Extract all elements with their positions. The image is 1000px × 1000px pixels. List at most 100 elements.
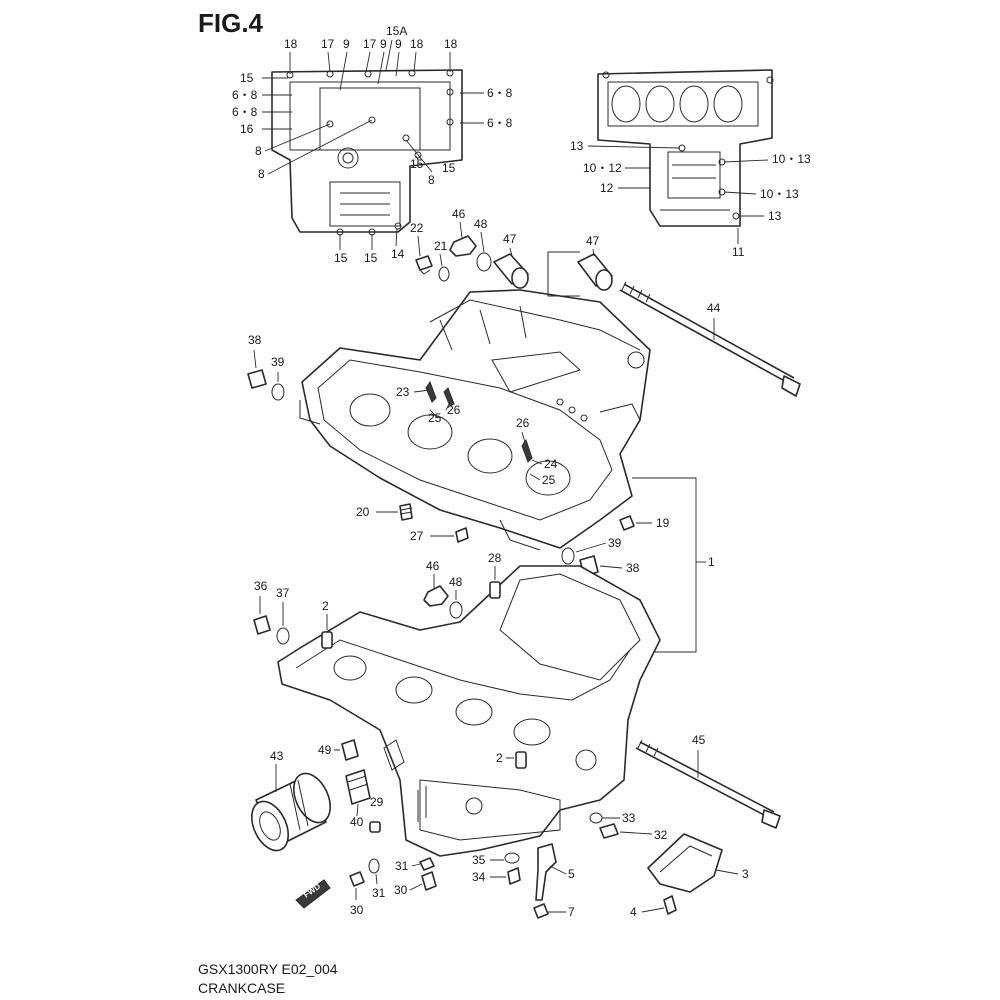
callout-label: 26 — [447, 403, 461, 417]
callout-label: 28 — [488, 551, 502, 565]
callout-label: 23 — [396, 385, 410, 399]
callout-label: 21 — [434, 239, 448, 253]
upper-crankcase-callouts: 23 26 25 26 24 25 — [396, 380, 558, 487]
dowel-pins-2: 2 2 — [321, 599, 527, 769]
callout-label: 18 — [284, 37, 298, 51]
callout-label: 18 — [444, 37, 458, 51]
callout-label: 14 — [391, 247, 405, 261]
callout-label: 38 — [248, 333, 262, 347]
callout-label: 10・13 — [772, 152, 811, 166]
callout-label: 38 — [626, 561, 640, 575]
callout-label: 47 — [503, 232, 517, 246]
plugs-19-20-27: 20 27 19 — [356, 503, 670, 543]
callout-label: 26 — [516, 416, 530, 430]
callout-label: 45 — [692, 733, 706, 747]
callout-label: 32 — [654, 828, 668, 842]
callout-label: 46 — [426, 559, 440, 573]
callout-label: 18 — [410, 37, 424, 51]
model-code: GSX1300RY E02_004 — [198, 961, 338, 977]
callout-label: 6・8 — [232, 88, 258, 102]
callout-label: 30 — [350, 903, 364, 917]
callout-label: 47 — [586, 234, 600, 248]
lower-crankcase — [277, 565, 661, 857]
dowel-sleeves-top: 46 48 47 47 22 21 — [410, 207, 613, 297]
callout-label: 39 — [271, 355, 285, 369]
callout-label: 20 — [356, 505, 370, 519]
bolt-45: 45 — [635, 733, 781, 829]
oil-filter-43: 43 — [251, 749, 331, 852]
cover-3: 3 4 — [630, 833, 749, 919]
oil-pipe-5: 5 7 — [533, 843, 575, 919]
inset-bottom-view-right — [597, 69, 774, 227]
inset-left-callouts: 18 17 9 17 9 15A 9 18 18 15 6・8 6・8 16 8… — [232, 24, 513, 265]
callout-label: 2 — [322, 599, 329, 613]
callout-label: 1 — [708, 555, 715, 569]
callout-label: 19 — [656, 516, 670, 530]
callout-label: 44 — [707, 301, 721, 315]
callout-label: 43 — [270, 749, 284, 763]
callout-label: 25 — [542, 473, 556, 487]
callout-label: 33 — [622, 811, 636, 825]
bolts-32-33: 33 32 — [589, 811, 668, 842]
callout-label: 3 — [742, 867, 749, 881]
callout-label: 48 — [474, 217, 488, 231]
callout-label: 48 — [449, 575, 463, 589]
callout-label: 8 — [428, 173, 435, 187]
callout-label: 31 — [372, 886, 386, 900]
callout-label: 10・12 — [583, 161, 622, 175]
callout-label: 8 — [255, 144, 262, 158]
callout-label: 27 — [410, 529, 424, 543]
callout-label: 9 — [380, 37, 387, 51]
callout-label: 15 — [442, 161, 456, 175]
callout-label: 4 — [630, 905, 637, 919]
sleeves-lower: 46 48 28 — [423, 551, 502, 619]
callout-label: 5 — [568, 867, 575, 881]
callout-label: 30 — [394, 883, 408, 897]
plug-36-37: 36 37 — [253, 579, 290, 645]
callout-label: 31 — [395, 859, 409, 873]
callout-label: 6・8 — [487, 116, 513, 130]
drain-plugs-30-31: 30 31 31 30 — [349, 857, 437, 917]
callout-label: 24 — [544, 457, 558, 471]
callout-label: 17 — [321, 37, 335, 51]
plug-38-39-left: 38 39 — [247, 333, 285, 401]
callout-label: 11 — [732, 245, 745, 259]
callout-label: 9 — [395, 37, 402, 51]
callout-label: 17 — [363, 37, 377, 51]
inset-bottom-view-left — [271, 69, 463, 236]
section-name: CRANKCASE — [198, 980, 285, 996]
callout-label: 39 — [608, 536, 622, 550]
crankcase-set-bracket: 1 — [632, 477, 715, 653]
callout-label: 2 — [496, 751, 503, 765]
callout-label: 46 — [452, 207, 466, 221]
callout-label: 9 — [343, 37, 350, 51]
callout-label: 6・8 — [487, 86, 513, 100]
fittings-29-40-49: 49 40 29 — [318, 739, 384, 833]
callout-label: 36 — [254, 579, 268, 593]
callout-label: 34 — [472, 870, 486, 884]
callout-label: 29 — [370, 795, 384, 809]
callout-label: 49 — [318, 743, 332, 757]
callout-label: 13 — [570, 139, 584, 153]
callout-label: 15 — [410, 157, 424, 171]
plug-34-35: 35 34 — [472, 852, 521, 885]
callout-label: 25 — [428, 411, 442, 425]
callout-label: 7 — [568, 905, 575, 919]
callout-label: 15 — [334, 251, 348, 265]
callout-label: 40 — [350, 815, 364, 829]
callout-label: 37 — [276, 586, 290, 600]
callout-label: 15A — [386, 24, 407, 38]
callout-label: 35 — [472, 853, 486, 867]
figure-title: FIG.4 — [198, 8, 264, 38]
callout-label: 13 — [768, 209, 782, 223]
inset-right-callouts: 13 10・12 12 10・13 10・13 13 11 — [570, 139, 811, 259]
callout-label: 6・8 — [232, 105, 258, 119]
bolt-44: 44 — [619, 281, 801, 397]
callout-label: 8 — [258, 167, 265, 181]
upper-crankcase — [299, 289, 651, 551]
fwd-arrow-icon: FWD — [295, 879, 331, 909]
callout-label: 10・13 — [760, 187, 799, 201]
callout-label: 22 — [410, 221, 424, 235]
